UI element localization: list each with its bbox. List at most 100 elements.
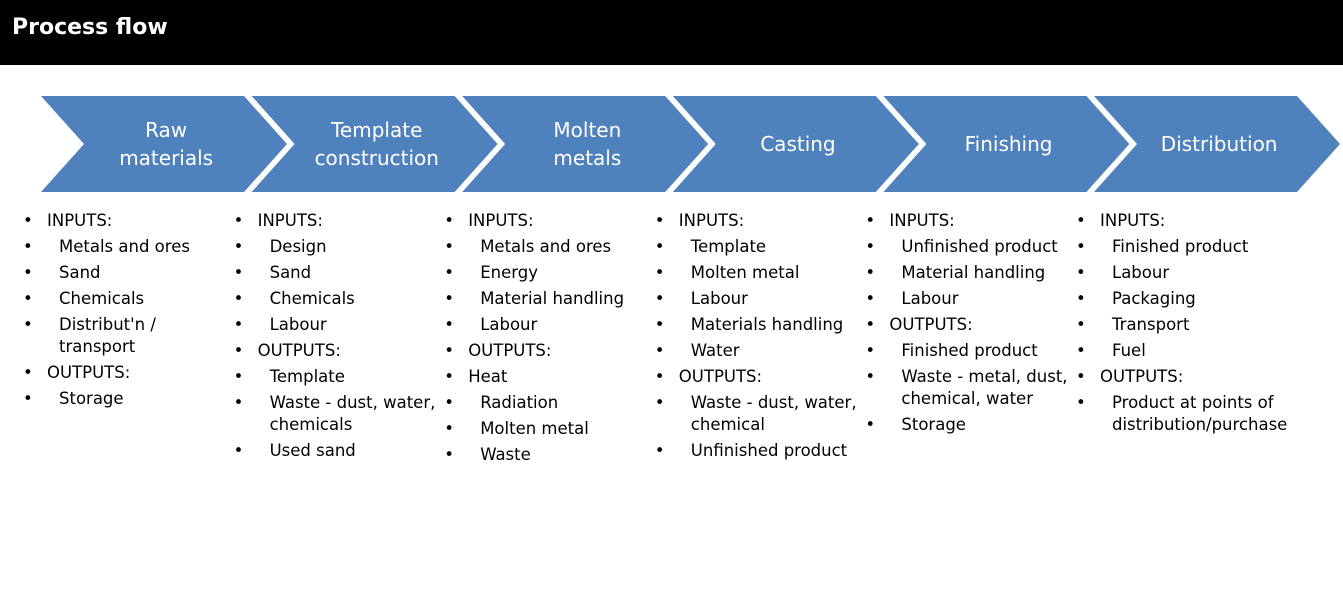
list-heading-item: INPUTS: bbox=[865, 210, 1077, 232]
list-item-text: INPUTS: bbox=[257, 211, 323, 230]
list-item: Waste bbox=[444, 444, 651, 466]
list-heading-item: INPUTS: bbox=[444, 210, 651, 232]
list-item-text: Sand bbox=[59, 263, 101, 282]
list-item-text: Labour bbox=[269, 315, 327, 334]
list-item-text: OUTPUTS: bbox=[889, 315, 973, 334]
list-item: Energy bbox=[444, 262, 651, 284]
list-item: Finished product bbox=[865, 340, 1077, 362]
list-item-text: Used sand bbox=[269, 441, 356, 460]
list-item: Labour bbox=[444, 314, 651, 336]
stage-label-line: materials bbox=[119, 146, 214, 170]
stage-label: Finishing bbox=[907, 96, 1110, 192]
list-item-text: Metals and ores bbox=[59, 237, 190, 256]
list-item-text: Molten metal bbox=[690, 263, 800, 282]
stage-chevron bbox=[41, 96, 287, 192]
list-heading-item: Heat bbox=[444, 366, 651, 388]
list-item-text: Material handling bbox=[480, 289, 625, 308]
list-item: Finished product bbox=[1076, 236, 1333, 258]
list-item-text: OUTPUTS: bbox=[1100, 367, 1184, 386]
list-item-text: Product at points of distribution/purcha… bbox=[1112, 393, 1288, 434]
list-item-text: Labour bbox=[690, 289, 748, 308]
list-item-text: Energy bbox=[480, 263, 538, 282]
list-heading-item: OUTPUTS: bbox=[444, 340, 651, 362]
list-item: Unfinished product bbox=[865, 236, 1077, 258]
stage-label-line: Molten bbox=[553, 118, 622, 142]
list-item-text: Labour bbox=[480, 315, 538, 334]
list-heading-item: OUTPUTS: bbox=[865, 314, 1077, 336]
stage-details-list: INPUTS: Finished productLabourPackagingTr… bbox=[1076, 206, 1333, 436]
list-item-text: Labour bbox=[1112, 263, 1170, 282]
list-item-text: Metals and ores bbox=[480, 237, 612, 256]
stage-details-list: INPUTS: TemplateMolten metalLabourMateria… bbox=[655, 206, 867, 462]
list-item: Material handling bbox=[444, 288, 651, 310]
list-item-text: Template bbox=[269, 367, 345, 386]
list-item-text: OUTPUTS: bbox=[468, 341, 552, 360]
list-item-text: Waste - dust, water, chemicals bbox=[269, 393, 436, 434]
list-heading-item: OUTPUTS: bbox=[1076, 366, 1333, 388]
list-item-text: INPUTS: bbox=[678, 211, 745, 230]
list-item-text: Transport bbox=[1112, 315, 1190, 334]
list-item-text: Materials handling bbox=[690, 315, 844, 334]
list-item-text: Design bbox=[269, 237, 327, 256]
list-item-text: Chemicals bbox=[59, 289, 145, 308]
stage-details-list: INPUTS: Metals and oresEnergyMaterial han… bbox=[444, 206, 651, 466]
stage-label: Molten metals bbox=[486, 96, 689, 192]
list-item: Waste - dust, water, chemical bbox=[655, 392, 867, 436]
stage-chevron bbox=[1094, 96, 1340, 192]
list-item-text: Material handling bbox=[901, 263, 1046, 282]
list-item-text: Storage bbox=[901, 415, 966, 434]
list-item: Template bbox=[234, 366, 446, 388]
list-item: Metals and ores bbox=[23, 236, 235, 258]
stage-label: Distribution bbox=[1118, 96, 1321, 192]
list-item: Molten metal bbox=[655, 262, 867, 284]
stage-chevron bbox=[672, 96, 919, 192]
list-item-text: Storage bbox=[59, 389, 124, 408]
stage-label-line: Template bbox=[331, 118, 423, 142]
stage-chevron bbox=[883, 96, 1130, 192]
stage-label: Casting bbox=[696, 96, 899, 192]
list-item: Molten metal bbox=[444, 418, 651, 440]
list-item-text: Fuel bbox=[1112, 341, 1146, 360]
list-item: Labour bbox=[1076, 262, 1333, 284]
list-item-text: Waste - dust, water, chemical bbox=[690, 393, 857, 434]
list-item: Sand bbox=[23, 262, 235, 284]
list-item-text: OUTPUTS: bbox=[47, 363, 131, 382]
list-item-text: Waste - metal, dust, chemical, water bbox=[901, 367, 1068, 408]
list-item: Labour bbox=[865, 288, 1077, 310]
list-item-text: Distribut'n / transport bbox=[59, 315, 156, 356]
list-item: Product at points of distribution/purcha… bbox=[1076, 392, 1333, 436]
list-item-text: Packaging bbox=[1112, 289, 1196, 308]
list-item-text: INPUTS: bbox=[47, 211, 113, 230]
list-item: Material handling bbox=[865, 262, 1077, 284]
stage-details-list: INPUTS: Metals and oresSandChemicalsDistr… bbox=[23, 206, 235, 410]
list-heading-item: OUTPUTS: bbox=[23, 362, 235, 384]
stage-details-list: INPUTS: Unfinished productMaterial handli… bbox=[865, 206, 1077, 436]
list-item-text: INPUTS: bbox=[468, 211, 534, 230]
stage-label: Raw materials bbox=[65, 96, 268, 192]
list-item: Storage bbox=[23, 388, 235, 410]
list-item-text: Template bbox=[690, 237, 767, 256]
list-item-text: OUTPUTS: bbox=[257, 341, 341, 360]
list-item: Fuel bbox=[1076, 340, 1333, 362]
list-heading-item: INPUTS: bbox=[1076, 210, 1333, 232]
list-item: Materials handling bbox=[655, 314, 867, 336]
stage-label-line: metals bbox=[553, 146, 622, 170]
list-item-text: Unfinished product bbox=[690, 441, 848, 460]
stage-label-line: construction bbox=[314, 146, 439, 170]
list-item-text: INPUTS: bbox=[1100, 211, 1166, 230]
page-title: Process flow bbox=[12, 15, 168, 40]
list-item: Distribut'n / transport bbox=[23, 314, 235, 358]
list-item: Design bbox=[234, 236, 446, 258]
list-item: Waste - dust, water, chemicals bbox=[234, 392, 446, 436]
list-item-text: Water bbox=[690, 341, 740, 360]
list-item: Transport bbox=[1076, 314, 1333, 336]
list-item-text: OUTPUTS: bbox=[678, 367, 763, 386]
list-heading-item: INPUTS: bbox=[234, 210, 446, 232]
list-item-text: Molten metal bbox=[480, 419, 589, 438]
list-item-text: Unfinished product bbox=[901, 237, 1058, 256]
stage-label-line: Raw bbox=[145, 118, 188, 142]
list-item: Waste - metal, dust, chemical, water bbox=[865, 366, 1077, 410]
list-item-text: Radiation bbox=[480, 393, 559, 412]
